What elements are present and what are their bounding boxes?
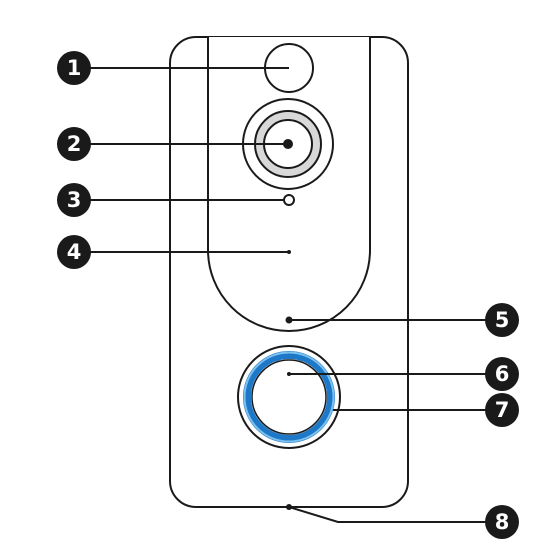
callout-8: 8	[485, 505, 519, 539]
anchor-dot-4	[287, 250, 291, 254]
callout-number-2: 2	[67, 132, 82, 156]
callout-number-4: 4	[67, 240, 82, 264]
callout-number-1: 1	[67, 56, 82, 80]
doorbell-button-icon	[251, 359, 327, 435]
callout-badge-7	[485, 393, 519, 427]
callout-badge-1	[57, 51, 91, 85]
callout-badge-8	[485, 505, 519, 539]
callout-7: 7	[485, 393, 519, 427]
callout-badge-4	[57, 235, 91, 269]
callout-number-5: 5	[495, 308, 510, 332]
leader-lines	[90, 67, 486, 523]
callout-number-7: 7	[495, 398, 510, 422]
anchor-dot-6	[287, 372, 291, 376]
callout-badge-6	[485, 357, 519, 391]
light-sensor-icon	[283, 194, 295, 206]
callout-5: 5	[485, 303, 519, 337]
callout-badge-2	[57, 127, 91, 161]
callout-number-6: 6	[495, 362, 510, 386]
callout-badge-5	[485, 303, 519, 337]
callout-2: 2	[57, 127, 91, 161]
callout-1: 1	[57, 51, 91, 85]
leader-line-8	[288, 506, 486, 523]
callout-3: 3	[57, 183, 91, 217]
callout-4: 4	[57, 235, 91, 269]
callout-number-3: 3	[67, 188, 82, 212]
callout-number-8: 8	[495, 510, 510, 534]
callout-6: 6	[485, 357, 519, 391]
led-ring-highlight	[243, 351, 335, 443]
callout-badge-3	[57, 183, 91, 217]
